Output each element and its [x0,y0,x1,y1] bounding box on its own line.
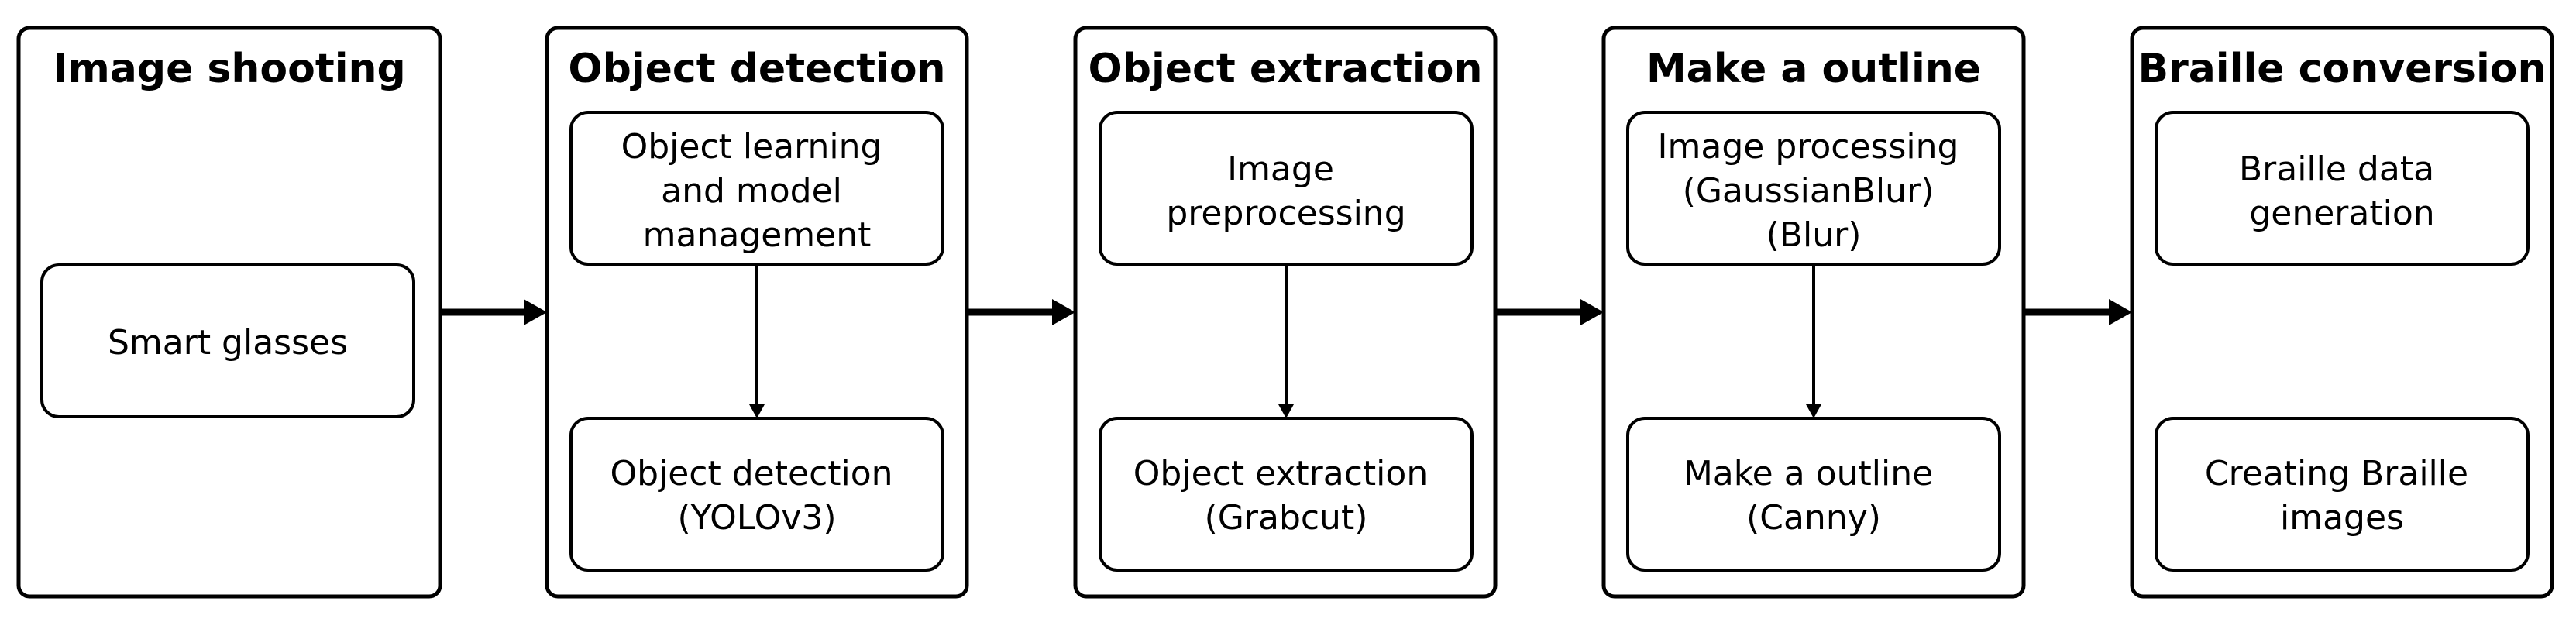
box-braille-data-text: Braille data generation [2239,150,2445,233]
inner-arrow-object-detection-head [749,404,765,418]
box-creating-braille-images [2155,417,2530,572]
box-object-extraction-grabcut-text: Object extraction (Grabcut) [1133,454,1439,538]
stage-title-object-detection: Object detection [568,46,945,92]
stage-title-make-outline: Make a outline [1646,46,1981,92]
stage-title-braille-conversion: Braille conversion [2137,46,2546,92]
stage-make-outline: Make a outline Image processing (Gaussia… [1601,26,2026,599]
flow-arrow-4 [2024,299,2132,325]
box-object-learning-text: Object learning and model management [621,127,893,255]
flow-arrow-2-head [1052,299,1075,325]
box-smart-glasses-text: Smart glasses [108,323,348,363]
flow-arrow-1-head [524,299,547,325]
box-creating-braille-images-text: Creating Braille images [2205,454,2479,538]
flow-arrow-2 [967,299,1075,325]
flow-arrow-4-head [2109,299,2132,325]
stage-object-extraction: Object extraction Image preprocessing Ob… [1073,26,1498,599]
stage-object-detection: Object detection Object learning and mod… [545,26,969,599]
stage-title-object-extraction: Object extraction [1089,46,1483,92]
box-object-detection-yolo-text: Object detection (YOLOv3) [610,454,903,538]
box-object-extraction-grabcut [1099,417,1474,572]
stage-braille-conversion: Braille conversion Braille data generati… [2130,26,2554,599]
box-object-detection-yolo [569,417,944,572]
inner-arrow-object-extraction-head [1278,404,1294,418]
box-make-outline-canny-text: Make a outline (Canny) [1684,454,1944,538]
flow-arrow-3-head [1580,299,1604,325]
box-braille-data [2155,111,2530,266]
flow-arrow-3 [1495,299,1604,325]
flow-arrow-1 [440,299,547,325]
stage-image-shooting: Image shooting Smart glasses [16,26,442,599]
box-image-processing-text: Image processing (GaussianBlur) (Blur) [1658,127,1970,255]
box-make-outline-canny [1626,417,2001,572]
stage-title-image-shooting: Image shooting [53,46,406,92]
box-smart-glasses [40,263,415,418]
inner-arrow-make-outline-head [1806,404,1821,418]
box-image-preprocessing-text: Image preprocessing [1166,150,1405,233]
